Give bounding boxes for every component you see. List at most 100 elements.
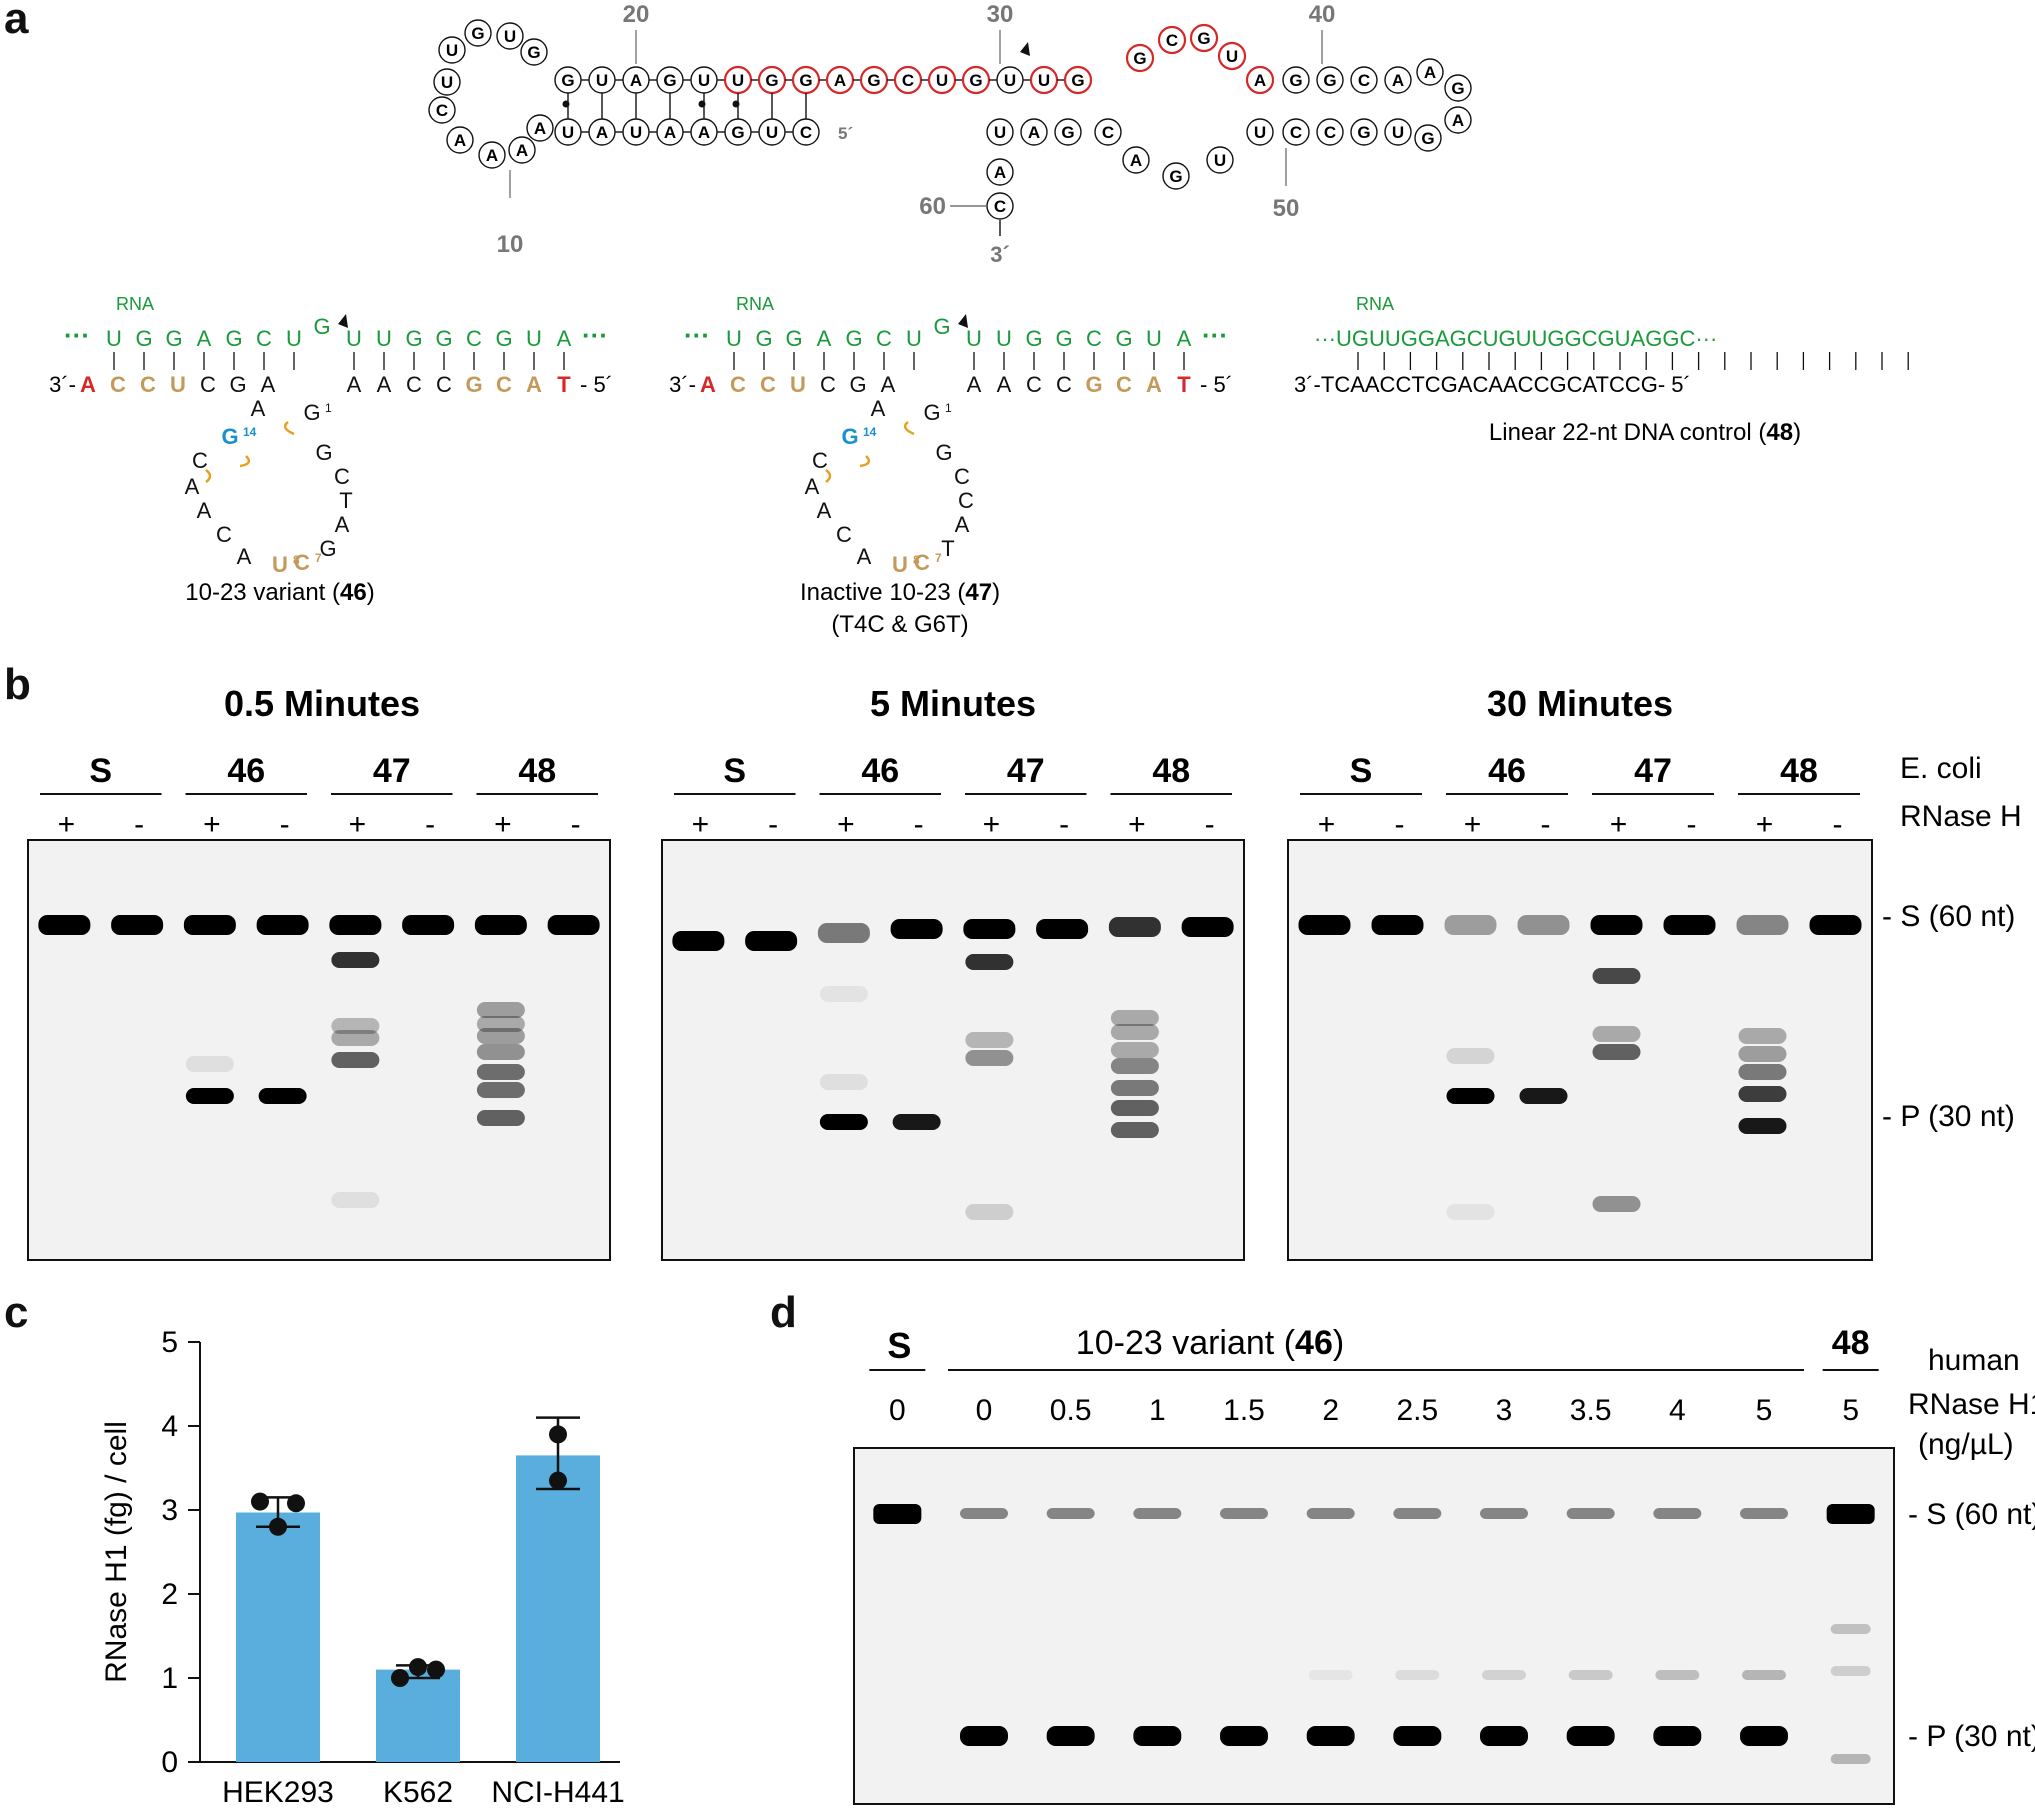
lane-sign: +	[692, 808, 710, 841]
hairpin-bottom-nuc-base: A	[664, 123, 676, 142]
band-substrate	[960, 1508, 1008, 1519]
loop-base: A	[185, 474, 200, 499]
band	[1592, 1044, 1641, 1060]
hairpin-right-loop-nuc-base: G	[1197, 29, 1210, 48]
band	[819, 1114, 868, 1130]
band-substrate	[1809, 915, 1862, 935]
hairpin-right-stem-nuc-base: C	[1358, 71, 1370, 90]
lane-sign: -	[1833, 808, 1843, 841]
lane-group-label: 47	[1007, 752, 1045, 790]
band	[1110, 1100, 1159, 1116]
band-substrate	[1826, 1504, 1875, 1524]
lane-group-48: 48	[1832, 1324, 1870, 1362]
lane-group-label: 48	[1152, 752, 1190, 790]
band-substrate	[111, 915, 164, 935]
lane-group-label: 46	[227, 752, 265, 790]
band-substrate	[1371, 915, 1424, 935]
dna-base: T	[1177, 372, 1191, 397]
rna-base: G	[845, 326, 862, 351]
band-substrate	[1108, 917, 1161, 937]
lane-sign: +	[1318, 808, 1336, 841]
band-substrate	[1740, 1508, 1788, 1519]
hairpin-top-nuc-base: U	[732, 71, 744, 90]
dna-suffix: - 5´	[1200, 372, 1233, 397]
bar	[516, 1455, 600, 1762]
hairpin-loop-nuc-base: G	[527, 43, 540, 62]
lane-group-label: 47	[373, 752, 411, 790]
loop-index: 14	[863, 425, 877, 439]
hairpin-bottom-nuc-base: U	[562, 123, 574, 142]
rna-base: G	[135, 326, 152, 351]
hairpin-right-stem-nuc-circle	[1282, 66, 1310, 94]
hairpin-tetraloop-nuc-circle	[1414, 124, 1442, 152]
band	[965, 1050, 1014, 1066]
hairpin-top-nuc-base: G	[561, 71, 574, 90]
band-substrate	[38, 915, 91, 935]
lane-concentration: 3.5	[1570, 1394, 1612, 1427]
construct-caption-2: (T4C & G6T)	[831, 611, 968, 638]
hairpin-bottom-nuc-base: G	[731, 123, 744, 142]
band-product	[1566, 1726, 1615, 1746]
side-label-ecoli: E. coli	[1900, 752, 1982, 785]
hairpin-top-nuc-base: C	[902, 71, 914, 90]
band-product	[1480, 1726, 1528, 1746]
wobble-dot	[698, 100, 706, 108]
band	[892, 1114, 941, 1130]
rna-base: U	[286, 326, 302, 351]
rna-base: G	[405, 326, 422, 351]
hairpin-loop-nuc-circle	[478, 141, 506, 169]
band	[819, 986, 868, 1002]
rna-base: C	[466, 326, 482, 351]
loop-base: A	[871, 396, 886, 421]
loop-index: 1	[325, 401, 332, 415]
hairpin-top-nuc-base: G	[799, 71, 812, 90]
hairpin-loop-nuc-base: C	[436, 101, 448, 120]
band-substrate	[1444, 915, 1497, 935]
band-product	[1220, 1726, 1268, 1746]
hairpin-loop-nuc-base: U	[504, 27, 516, 46]
hairpin-bottom-nuc-base: A	[698, 123, 710, 142]
hairpin-right-loop-nuc-base: C	[1166, 31, 1178, 50]
hairpin-top-nuc-circle	[1063, 65, 1093, 95]
band	[1446, 1048, 1495, 1064]
lane-sign: -	[1687, 808, 1697, 841]
data-point	[549, 1471, 567, 1490]
band	[1738, 1028, 1787, 1044]
hairpin-loop-nuc-circle	[526, 114, 554, 142]
hairpin-right-bottom-nuc-circle	[1316, 118, 1344, 146]
band-substrate	[256, 915, 309, 935]
band-substrate	[890, 919, 943, 939]
lane-sign: +	[1610, 808, 1628, 841]
dna-prefix: 3´-	[669, 372, 696, 397]
hairpin-right-bottom-nuc-base: C	[1290, 123, 1302, 142]
loop-base: U	[272, 552, 288, 577]
band-substrate	[817, 923, 870, 943]
band-substrate	[1517, 915, 1570, 935]
data-point	[409, 1658, 427, 1677]
hairpin-right-bottom-nuc-base: G	[1357, 123, 1370, 142]
band-product	[960, 1726, 1008, 1746]
hairpin-bottom-nuc-base: C	[800, 123, 812, 142]
hairpin-3p-nuc-base: A	[994, 163, 1006, 182]
hairpin-3p-nuc-base: C	[994, 197, 1006, 216]
loop-base: C	[294, 550, 310, 575]
band	[1110, 1024, 1159, 1040]
hairpin-right-stem-nuc-base: G	[1323, 71, 1336, 90]
hairpin-loop-nuc-circle	[428, 96, 456, 124]
dna-base: C	[1026, 372, 1042, 397]
rna-base: G	[755, 326, 772, 351]
rna-base: U	[526, 326, 542, 351]
hairpin-top-nuc-base: G	[867, 71, 880, 90]
hairpin-loop-nuc-circle	[433, 68, 461, 96]
data-point	[251, 1492, 269, 1511]
rna-base: A	[557, 326, 572, 351]
hairpin-3p-nuc-circle	[986, 158, 1014, 186]
hairpin-tetraloop-nuc-circle	[1444, 74, 1472, 102]
loop-index: 7	[315, 551, 322, 565]
hairpin-top-nuc-base: U	[1004, 71, 1016, 90]
loop-base: C	[216, 522, 232, 547]
lane-sign: -	[1395, 808, 1405, 841]
lane-sign: -	[1059, 808, 1069, 841]
loop-base: A	[335, 512, 350, 537]
